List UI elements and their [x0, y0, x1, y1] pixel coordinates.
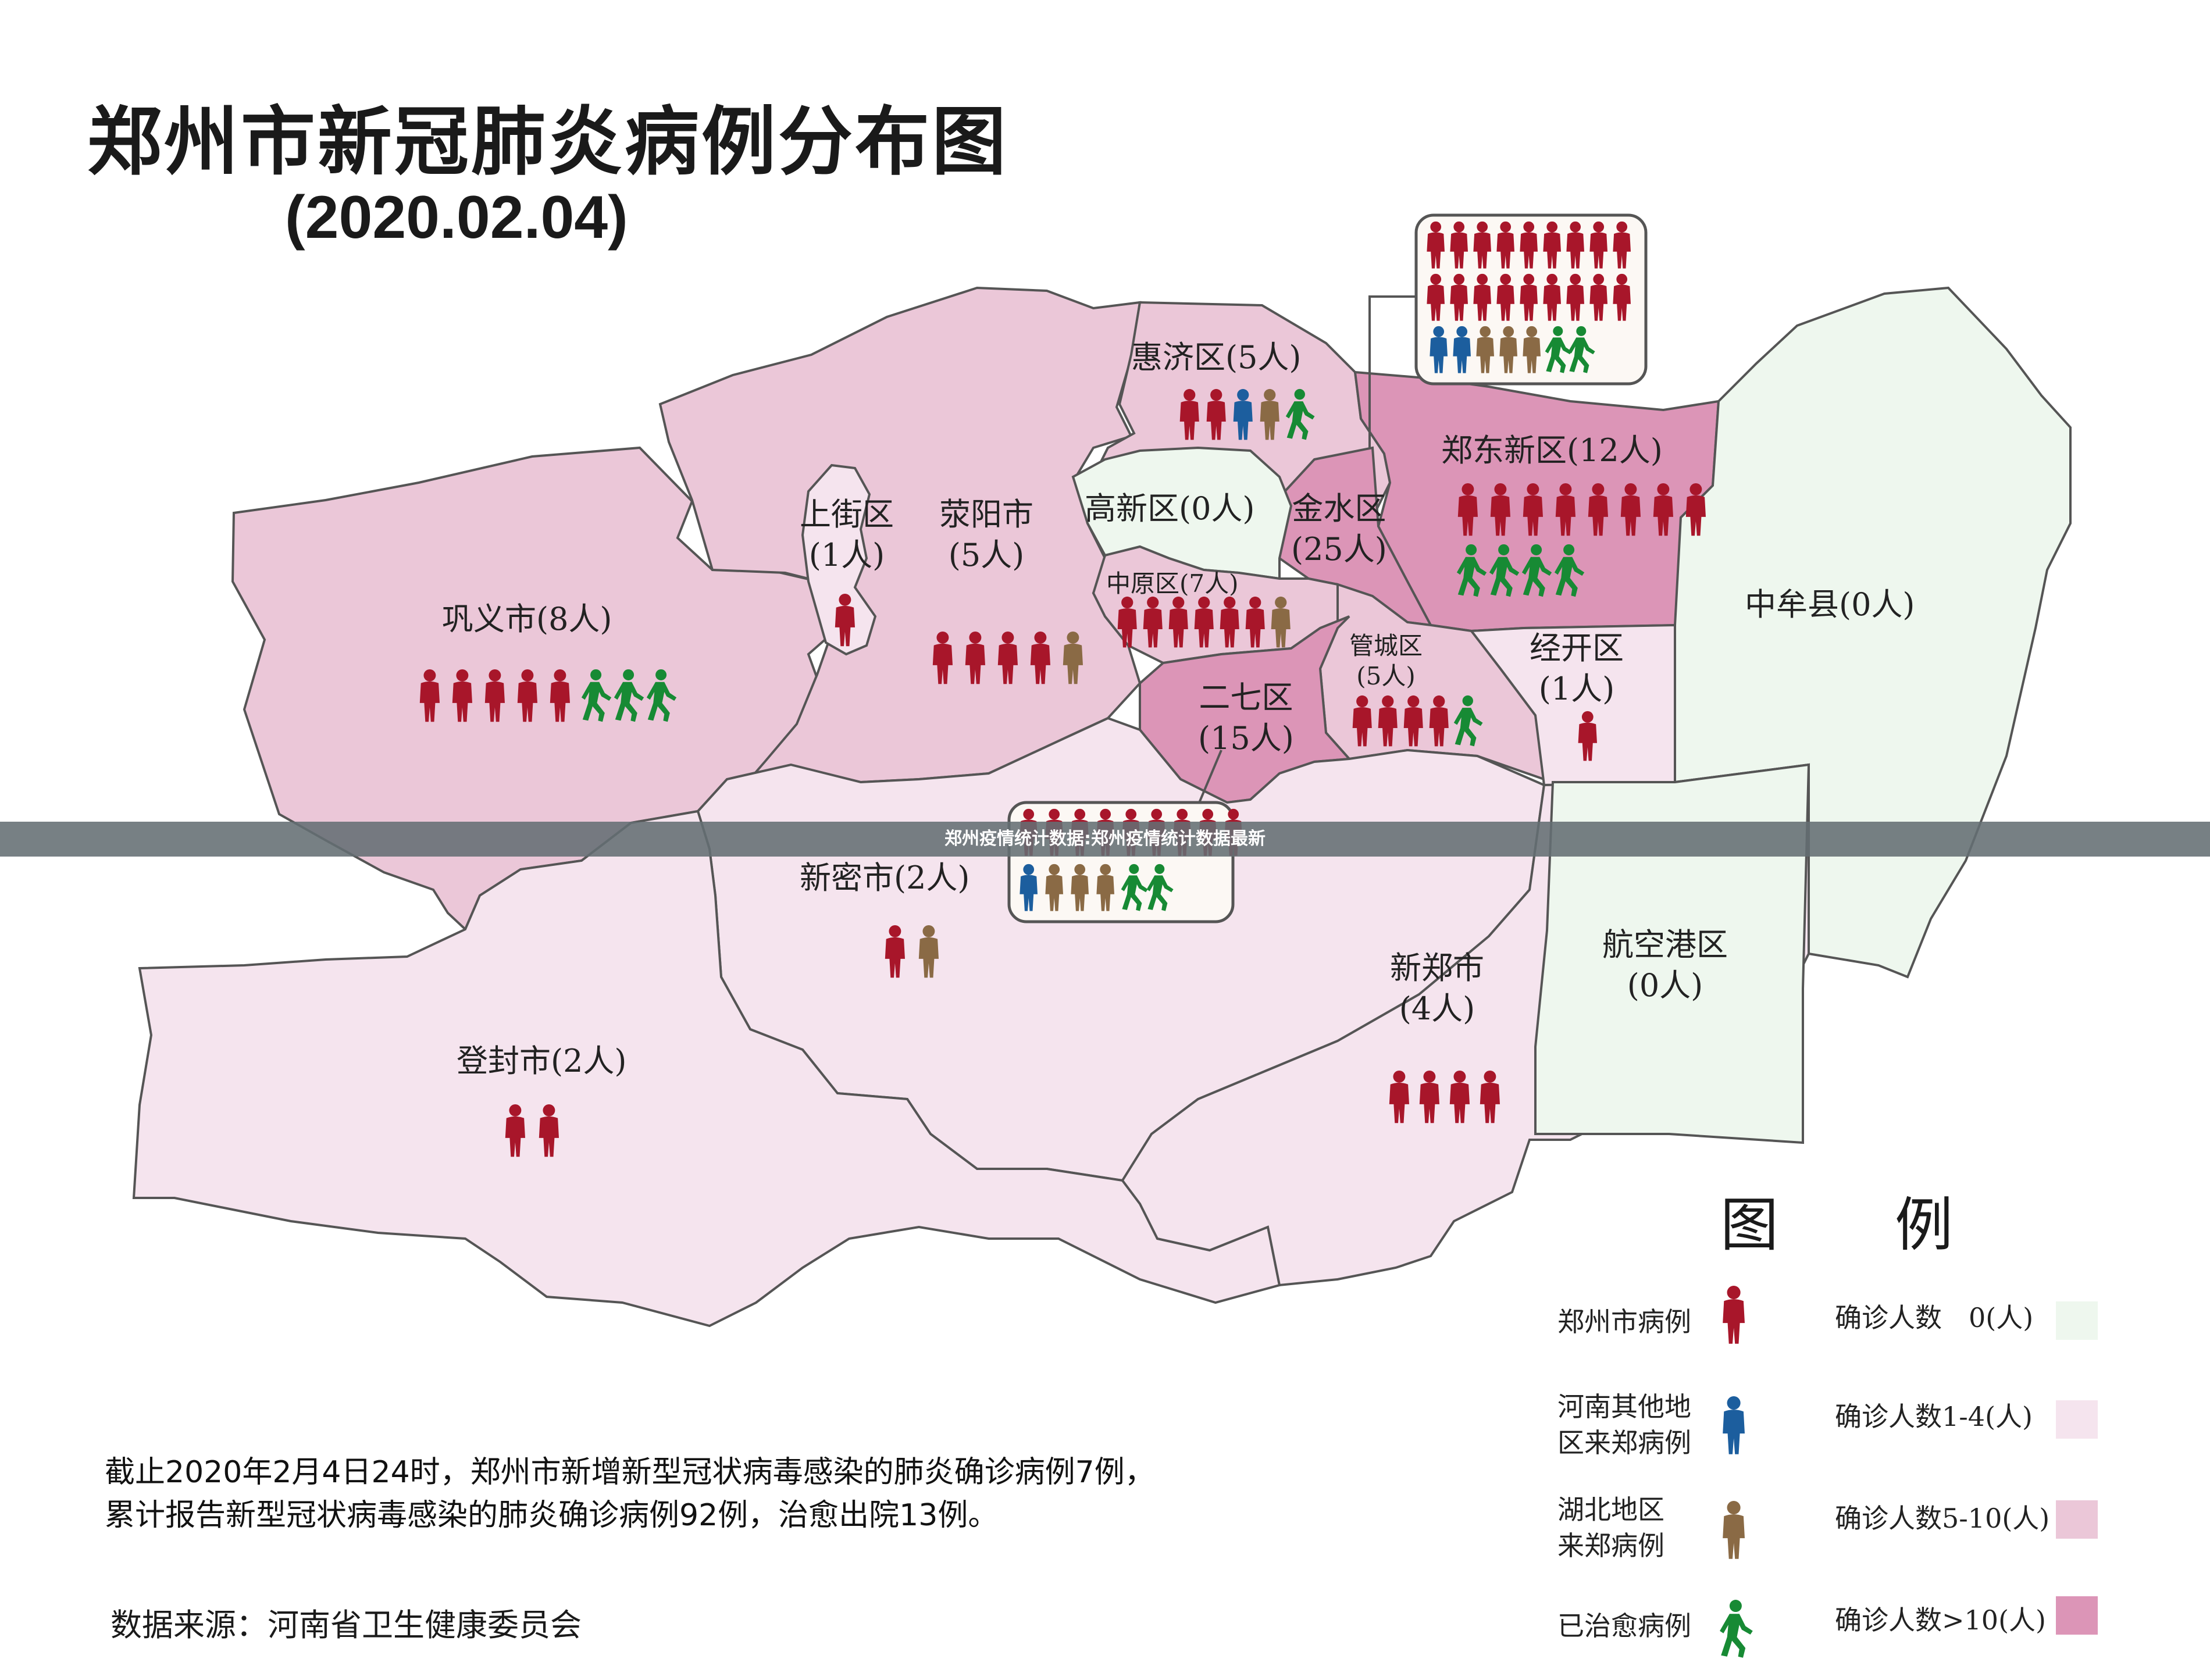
data-source: 数据来源：河南省卫生健康委员会: [110, 1607, 582, 1643]
legend-icons: [1720, 1286, 1753, 1658]
label-erqi-count: (15人): [1198, 720, 1294, 757]
label-gongyi: 巩义市(8人): [442, 601, 612, 637]
label-jinshui-count: (25人): [1291, 531, 1387, 568]
legend-title-left: 图: [1720, 1191, 1778, 1259]
label-zhengdong: 郑东新区(12人): [1441, 432, 1663, 469]
label-shangjie-name: 上街区: [800, 496, 894, 533]
legend-type-henan-other: 河南其他地区来郑病例: [1557, 1391, 1691, 1458]
label-xinzheng: 新郑市 (4人): [1390, 948, 1484, 1029]
label-erqi: 二七区 (15人): [1198, 677, 1294, 759]
zhengzhou-case-icon: [1723, 1286, 1745, 1344]
legend-level-3: 确诊人数>10(人): [1835, 1604, 2046, 1636]
label-shangjie: 上街区 (1人): [800, 494, 894, 576]
label-xingyang-count: (5人): [948, 537, 1025, 573]
label-huiji: 惠济区(5人): [1131, 339, 1302, 376]
region-shangjie[interactable]: [801, 463, 877, 656]
label-zhongmou: 中牟县(0人): [1745, 586, 1915, 623]
label-xingyang-name: 荥阳市: [939, 496, 1033, 533]
label-xingyang: 荥阳市 (5人): [939, 494, 1033, 576]
label-airport-name: 航空港区: [1602, 926, 1728, 963]
label-xinmi: 新密市(2人): [800, 859, 970, 896]
legend-title-right: 例: [1895, 1191, 1953, 1259]
label-airport: 航空港区 (0人): [1602, 925, 1728, 1006]
legend-swatch-0: [2056, 1301, 2098, 1340]
label-jinshui-name: 金水区: [1292, 490, 1386, 527]
overlay-banner: 郑州疫情统计数据:郑州疫情统计数据最新: [0, 822, 2210, 857]
legend-swatch-3: [2056, 1596, 2098, 1635]
page-date: (2020.02.04): [285, 184, 628, 251]
label-xinzheng-name: 新郑市: [1390, 950, 1484, 986]
label-shangjie-count: (1人): [808, 537, 885, 573]
label-gaoxin: 高新区(0人): [1085, 490, 1255, 527]
summary-line-1: 截止2020年2月4日24时，郑州市新增新型冠状病毒感染的肺炎确诊病例7例，: [105, 1455, 1155, 1490]
callout-lines: [1197, 295, 1416, 806]
summary-note: 截止2020年2月4日24时，郑州市新增新型冠状病毒感染的肺炎确诊病例7例， 累…: [105, 1451, 1155, 1537]
legend-type-hubei: 湖北地区来郑病例: [1557, 1494, 1664, 1561]
label-jingkai: 经开区 (1人): [1530, 628, 1624, 709]
summary-line-2: 累计报告新型冠状病毒感染的肺炎确诊病例92例，治愈出院13例。: [105, 1498, 999, 1533]
label-xinzheng-count: (4人): [1399, 990, 1475, 1027]
legend-type-cured: 已治愈病例: [1557, 1610, 1691, 1642]
label-airport-count: (0人): [1627, 967, 1703, 1004]
label-erqi-name: 二七区: [1199, 679, 1293, 716]
label-guancheng-name: 管城区: [1349, 632, 1423, 660]
legend-level-1: 确诊人数1-4(人): [1835, 1401, 2033, 1432]
label-guancheng-count: (5人): [1356, 662, 1416, 690]
hubei-case-icon: [1723, 1501, 1745, 1559]
label-zhongyuan: 中原区(7人): [1106, 569, 1239, 598]
henan-other-case-icon: [1723, 1396, 1745, 1454]
page-title: 郑州市新冠肺炎病例分布图: [87, 99, 1009, 186]
label-jingkai-name: 经开区: [1530, 630, 1624, 666]
label-jingkai-count: (1人): [1538, 670, 1615, 707]
legend-swatch-1: [2056, 1400, 2098, 1439]
cured-case-icon: [1720, 1600, 1753, 1658]
region-airport[interactable]: [1534, 763, 1810, 1144]
legend-level-0: 确诊人数 0(人): [1835, 1302, 2034, 1333]
legend-swatch-2: [2056, 1500, 2098, 1539]
legend-level-2: 确诊人数5-10(人): [1835, 1503, 2050, 1534]
label-jinshui: 金水区 (25人): [1291, 488, 1387, 570]
legend-title: 图 例: [1720, 1178, 1953, 1262]
label-guancheng: 管城区 (5人): [1349, 631, 1423, 691]
legend-type-zhengzhou: 郑州市病例: [1557, 1306, 1691, 1337]
label-dengfeng: 登封市(2人): [457, 1043, 627, 1079]
erqi-callout-box: [1007, 801, 1235, 923]
